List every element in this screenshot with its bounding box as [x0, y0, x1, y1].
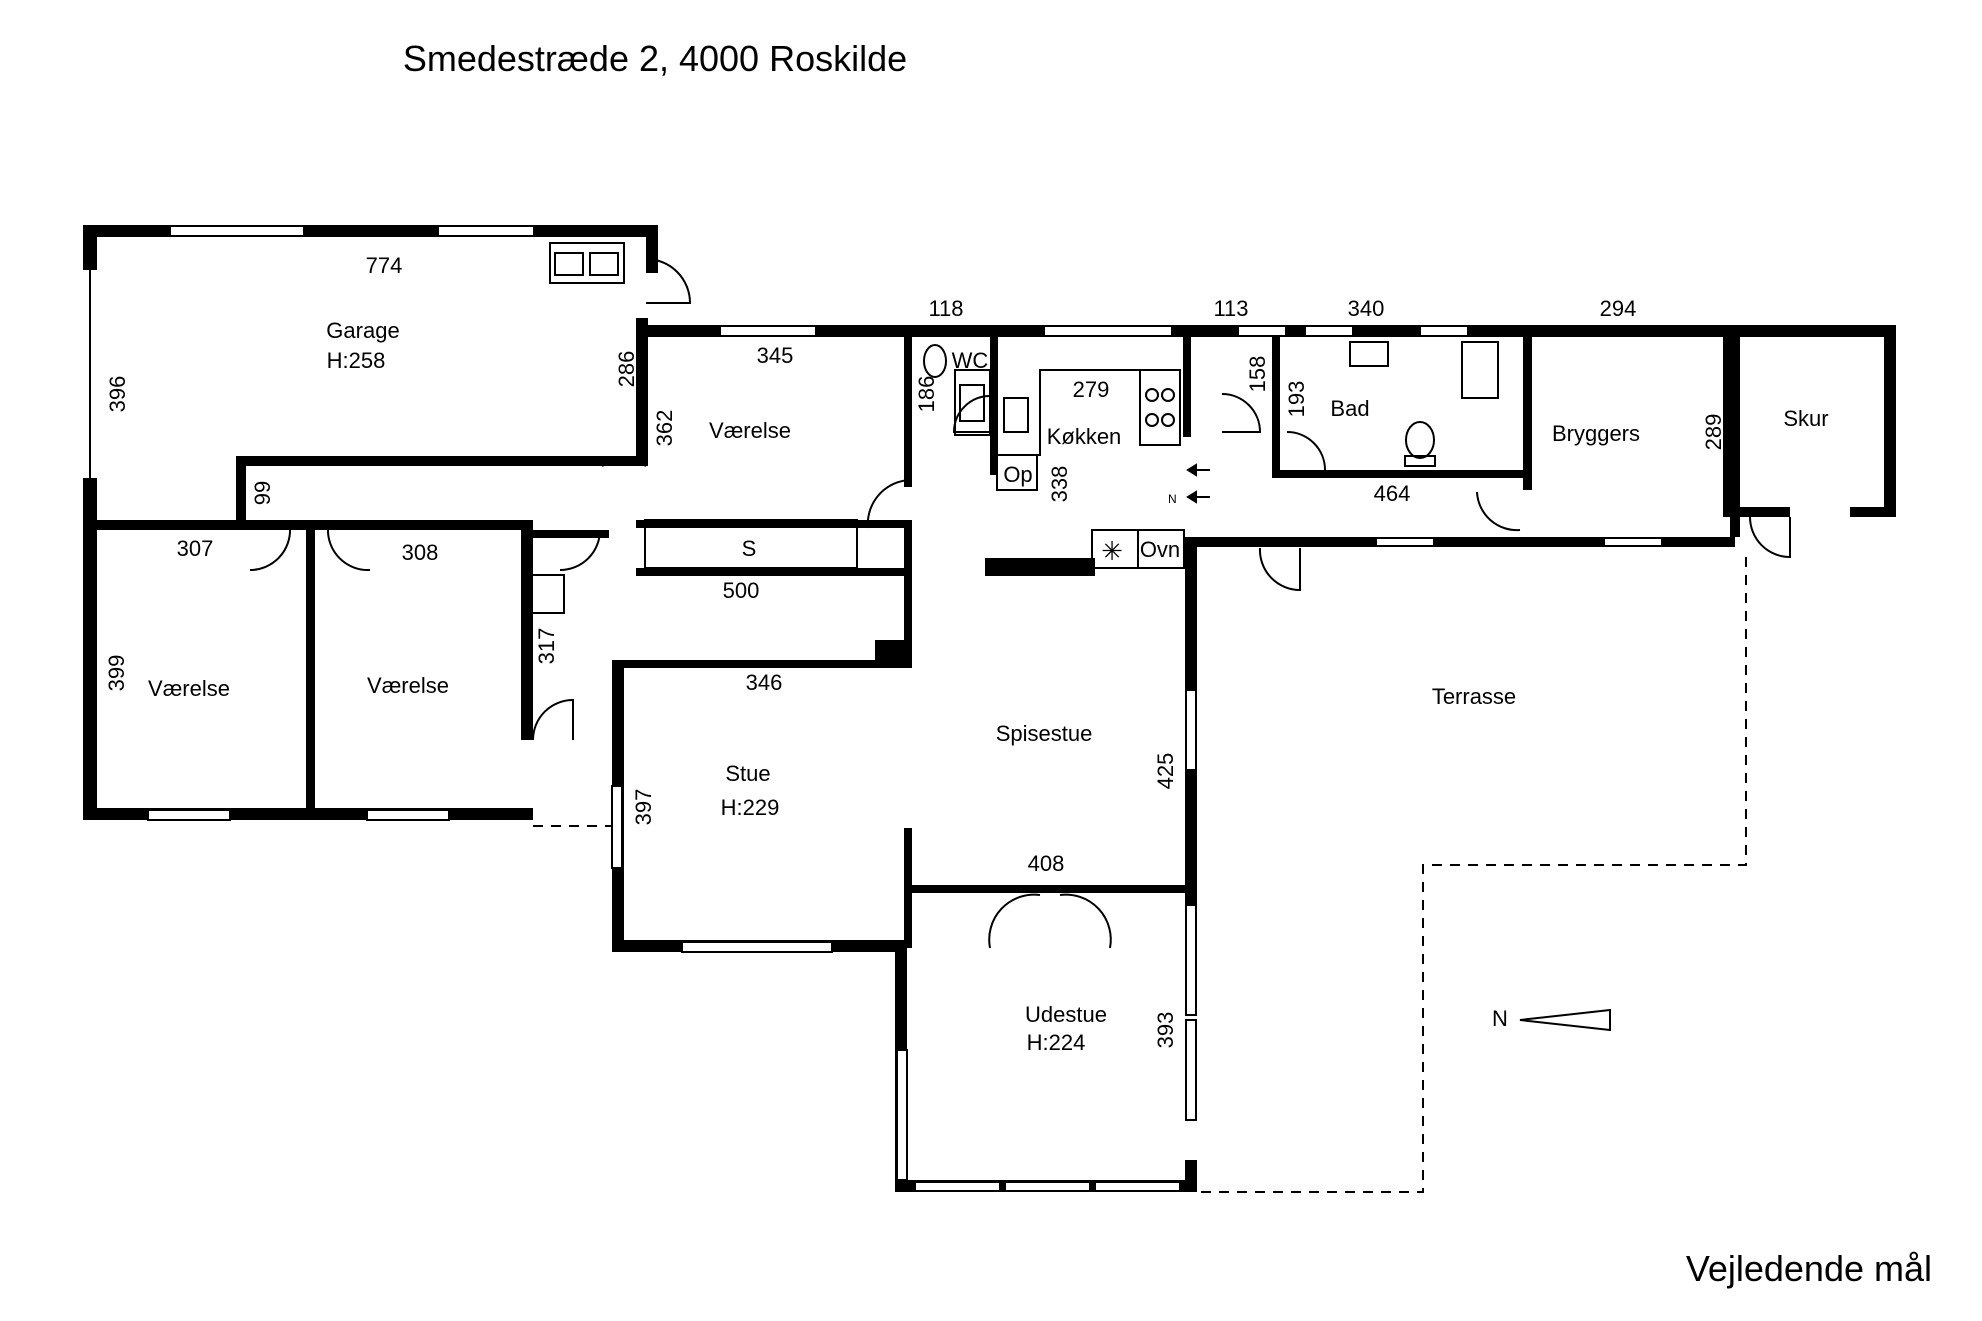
small-north-label: N	[1168, 492, 1177, 506]
dim-158: 158	[1245, 356, 1270, 393]
room-label-vaerelse-mid: Værelse	[367, 673, 449, 698]
dim-340: 340	[1348, 296, 1385, 321]
small-north-arrow-icon	[1186, 463, 1210, 504]
terrace-outline	[533, 557, 1747, 1193]
room-label-udestue: Udestue	[1025, 1002, 1107, 1027]
room-label-wc: WC	[952, 348, 989, 373]
room-label-stue: Stue	[725, 761, 770, 786]
dim-bad-width: 464	[1374, 481, 1411, 506]
dim-stue-depth: 397	[631, 789, 656, 826]
dim-294: 294	[1600, 296, 1637, 321]
dim-vaerelse-top-width: 345	[757, 343, 794, 368]
dim-udestue-depth: 393	[1153, 1012, 1178, 1049]
dim-koekken-depth: 338	[1047, 466, 1072, 503]
dim-garage-width: 774	[366, 253, 403, 278]
floor-plan-title: Smedestræde 2, 4000 Roskilde	[402, 38, 908, 79]
room-label-garage: Garage	[326, 318, 399, 343]
dim-113: 113	[1213, 296, 1248, 321]
disclaimer-text: Vejledende mål	[1685, 1248, 1932, 1289]
room-label-spisestue: Spisestue	[996, 721, 1093, 746]
thin-lines	[89, 225, 1663, 1192]
dim-koekken-width: 279	[1073, 377, 1110, 402]
room-label-bad: Bad	[1330, 396, 1369, 421]
room-label-storage: S	[742, 536, 757, 561]
room-label-koekken: Køkken	[1047, 424, 1122, 449]
north-label: N	[1492, 1006, 1508, 1031]
dim-storage-width: 500	[723, 578, 760, 603]
dim-garage-inner: 286	[614, 351, 639, 388]
dim-308: 308	[402, 540, 439, 565]
dim-bad-depth: 193	[1284, 381, 1309, 418]
room-label-skur: Skur	[1783, 406, 1828, 431]
dim-118: 118	[928, 296, 963, 321]
asterisk-icon: ✳	[1101, 537, 1123, 567]
dim-vaerelse-top-depth: 362	[652, 410, 677, 447]
dim-udestue-width: 408	[1028, 851, 1065, 876]
dim-stue-width: 346	[746, 670, 783, 695]
exterior-walls	[83, 225, 1896, 1192]
dim-307: 307	[177, 536, 214, 561]
dim-garage-depth: 396	[105, 376, 130, 413]
room-label-terrasse: Terrasse	[1432, 684, 1516, 709]
dim-spisestue-depth: 425	[1153, 753, 1178, 790]
dim-vaerelse-left-depth: 399	[104, 655, 129, 692]
dim-hall-depth: 99	[250, 481, 275, 505]
dim-bryggers-depth: 289	[1701, 414, 1726, 451]
dim-hall-side: 317	[534, 628, 559, 665]
room-label-ovn: Ovn	[1140, 537, 1180, 562]
room-height-udestue: H:224	[1027, 1030, 1086, 1055]
room-label-bryggers: Bryggers	[1552, 421, 1640, 446]
doors	[249, 258, 1791, 949]
room-label-vaerelse-top: Værelse	[709, 418, 791, 443]
room-label-stairs: Op	[1003, 462, 1032, 487]
north-arrow-icon	[1519, 1008, 1611, 1032]
room-height-stue: H:229	[721, 795, 780, 820]
room-height-garage: H:258	[327, 348, 386, 373]
dim-wc-depth: 186	[914, 376, 939, 413]
room-label-vaerelse-left: Værelse	[148, 676, 230, 701]
